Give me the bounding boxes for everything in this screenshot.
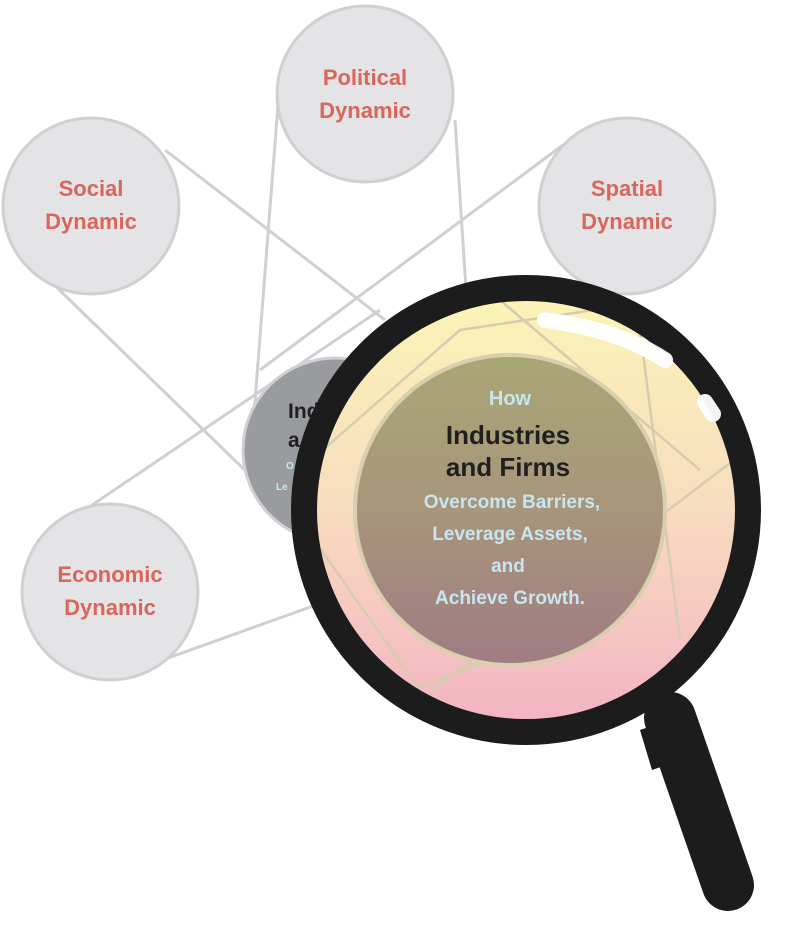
political-dynamic-node: Political Dynamic	[275, 4, 455, 184]
social-dynamic-circle	[1, 116, 181, 296]
center-fragment-4: Le	[276, 482, 288, 493]
lens-glare-arc	[537, 312, 673, 368]
economic-dynamic-node: Economic Dynamic	[20, 502, 200, 682]
magnifier-lens: How Industries and Firms Overcome Barrie…	[291, 275, 761, 745]
lens-frame	[291, 275, 761, 745]
connector-economic-upper	[69, 308, 381, 522]
center-how: How	[489, 388, 532, 410]
center-sub-line1: Overcome Barriers,	[424, 492, 600, 513]
spatial-dynamic-label-line2: Dynamic	[581, 209, 673, 234]
spatial-dynamic-node: Spatial Dynamic	[537, 116, 717, 296]
spatial-dynamic-label-line1: Spatial	[591, 176, 663, 201]
political-dynamic-label-line2: Dynamic	[319, 98, 411, 123]
connector-political-left	[250, 104, 280, 441]
social-dynamic-label-line2: Dynamic	[45, 209, 137, 234]
spatial-dynamic-circle	[537, 116, 717, 296]
economic-dynamic-circle	[20, 502, 200, 682]
center-fragment-3: O	[286, 461, 294, 472]
center-sub-line4: Achieve Growth.	[435, 588, 585, 609]
center-sub-line3: and	[491, 556, 525, 577]
center-title-line1: Industries	[446, 420, 570, 450]
political-dynamic-circle	[275, 4, 455, 184]
lens-glare-dot	[697, 394, 721, 422]
center-title-line2: and Firms	[446, 452, 570, 482]
center-fragment-2: a	[288, 429, 300, 452]
economic-dynamic-label-line1: Economic	[57, 562, 162, 587]
economic-dynamic-label-line2: Dynamic	[64, 595, 156, 620]
social-dynamic-node: Social Dynamic	[1, 116, 181, 296]
connector-spatial-upper	[259, 143, 564, 372]
magnifier-handle	[640, 692, 754, 911]
handle-neck	[640, 712, 704, 770]
center-circle-magnified	[353, 353, 667, 667]
political-dynamic-label-line1: Political	[323, 65, 407, 90]
social-dynamic-label-line1: Social	[59, 176, 124, 201]
center-sub-line2: Leverage Assets,	[432, 524, 588, 545]
connector-social-upper	[164, 148, 386, 322]
